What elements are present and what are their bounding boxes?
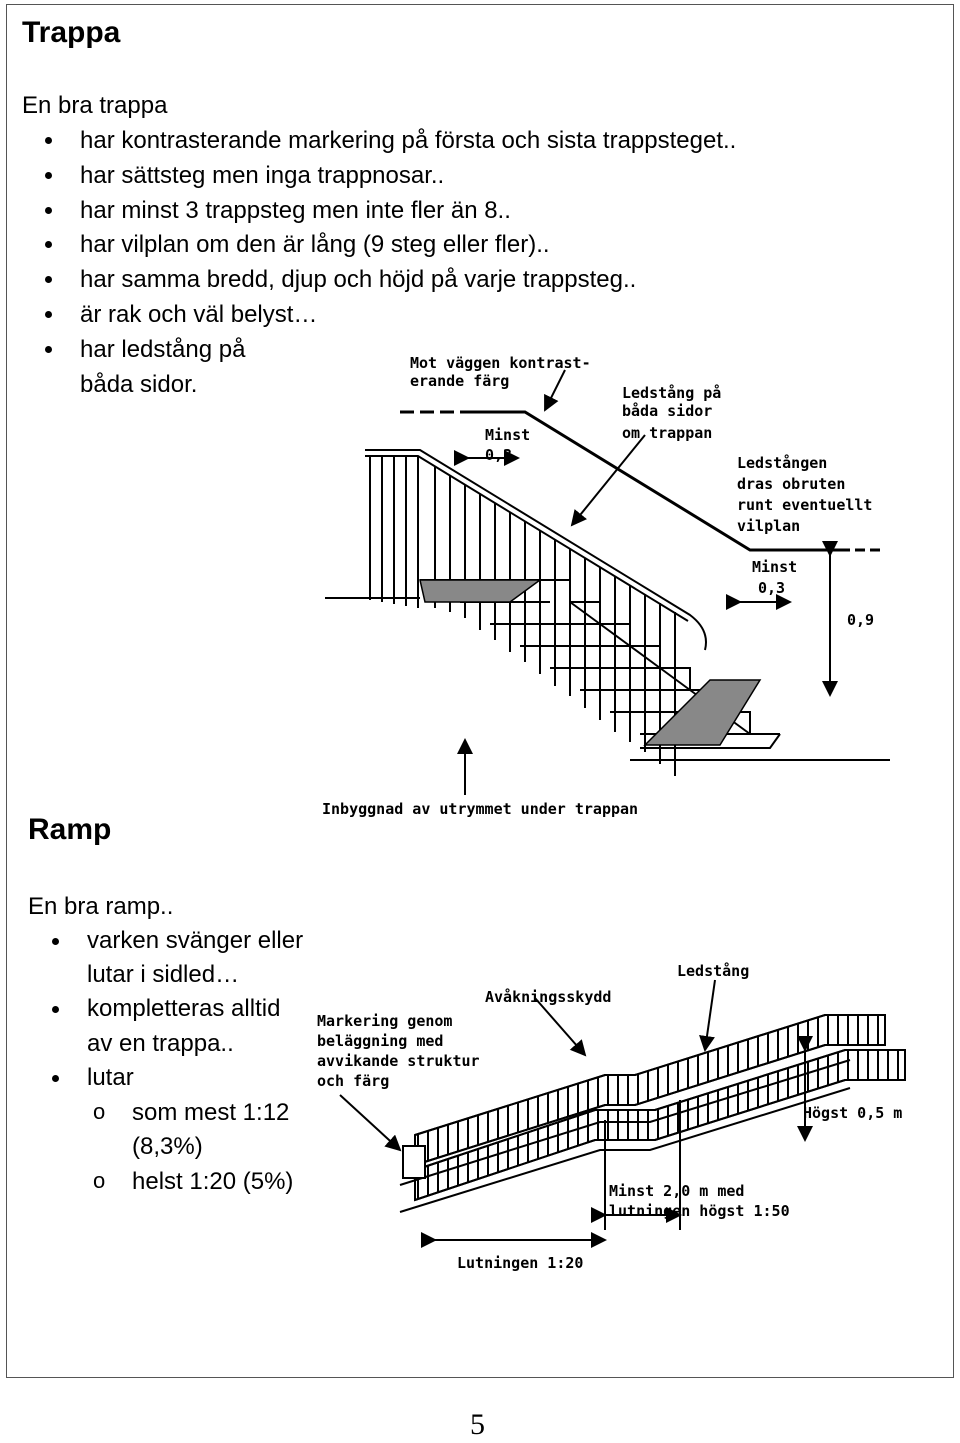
label-height: 0,9 <box>847 611 874 629</box>
label-unbroken-3: runt eventuellt <box>737 496 872 514</box>
bullet-dot <box>52 1006 59 1013</box>
label-guard: Avåkningsskydd <box>485 988 611 1006</box>
list-item-continuation: båda sidor. <box>80 371 198 398</box>
bullet-dot <box>52 938 59 945</box>
label-handrail: Ledstång <box>677 962 749 980</box>
ramp-heading: Ramp <box>28 813 112 846</box>
label-min-a: Minst <box>485 426 530 444</box>
bullet-dot <box>45 276 52 283</box>
stairs-heading: Trappa <box>22 16 121 49</box>
label-contrast-2: erande färg <box>410 372 509 390</box>
bullet-dot <box>45 172 52 179</box>
label-min-a-value: 0,3 <box>485 446 512 464</box>
label-marking-1: Markering genom <box>317 1012 452 1030</box>
sub-list-item: som mest 1:12 <box>132 1099 290 1126</box>
list-item: har sättsteg men inga trappnosar.. <box>80 162 445 189</box>
label-marking-4: och färg <box>317 1072 389 1090</box>
list-item: har minst 3 trappsteg men inte fler än 8… <box>80 197 511 224</box>
bullet-dot <box>45 346 52 353</box>
list-item-continuation: lutar i sidled… <box>87 961 240 988</box>
label-max-height: Högst 0,5 m <box>803 1104 902 1122</box>
page-number: 5 <box>470 1408 485 1441</box>
sub-list-item-continuation: (8,3%) <box>132 1133 203 1160</box>
label-unbroken-2: dras obruten <box>737 475 845 493</box>
label-unbroken-1: Ledstången <box>737 454 827 472</box>
label-handrail-1: Ledstång på <box>622 384 721 402</box>
list-item: är rak och väl belyst… <box>80 301 318 328</box>
list-item: kompletteras alltid <box>87 995 281 1022</box>
stairs-intro: En bra trappa <box>22 92 168 119</box>
label-handrail-2: båda sidor <box>622 402 712 420</box>
list-item: lutar <box>87 1064 134 1091</box>
stair-illustration: Mot väggen kontrast- erande färg Ledstån… <box>322 354 890 818</box>
bullet-dot <box>45 207 52 214</box>
list-item: har ledstång på <box>80 336 246 363</box>
list-item: har samma bredd, djup och höjd på varje … <box>80 266 637 293</box>
label-min-b-value: 0,3 <box>758 579 785 597</box>
ramp-illustration: Ledstång Avåkningsskydd Markering genom … <box>317 962 906 1272</box>
list-item: har vilplan om den är lång (9 steg eller… <box>80 231 550 258</box>
label-unbroken-4: vilplan <box>737 517 800 535</box>
page-frame <box>6 4 954 1378</box>
sub-bullet-marker: o <box>93 1099 106 1124</box>
list-item-continuation: av en trappa.. <box>87 1030 234 1057</box>
label-contrast-1: Mot väggen kontrast- <box>410 354 591 372</box>
sub-list-item: helst 1:20 (5%) <box>132 1168 294 1195</box>
list-item: varken svänger eller <box>87 927 304 954</box>
label-enclosed: Inbyggnad av utrymmet under trappan <box>322 800 638 818</box>
bullet-dot <box>52 1075 59 1082</box>
bullet-dot <box>45 241 52 248</box>
label-landing-2: lutningen högst 1:50 <box>609 1202 790 1220</box>
label-marking-3: avvikande struktur <box>317 1052 480 1070</box>
sub-bullet-marker: o <box>93 1168 106 1193</box>
label-marking-2: beläggning med <box>317 1032 443 1050</box>
bullet-dot <box>45 311 52 318</box>
label-handrail-3: om trappan <box>622 424 712 442</box>
label-slope: Lutningen 1:20 <box>457 1254 583 1272</box>
label-min-b: Minst <box>752 558 797 576</box>
label-landing-1: Minst 2,0 m med <box>609 1182 744 1200</box>
bullet-dot <box>45 137 52 144</box>
list-item: har kontrasterande markering på första o… <box>80 127 737 154</box>
ramp-intro: En bra ramp.. <box>28 893 174 920</box>
